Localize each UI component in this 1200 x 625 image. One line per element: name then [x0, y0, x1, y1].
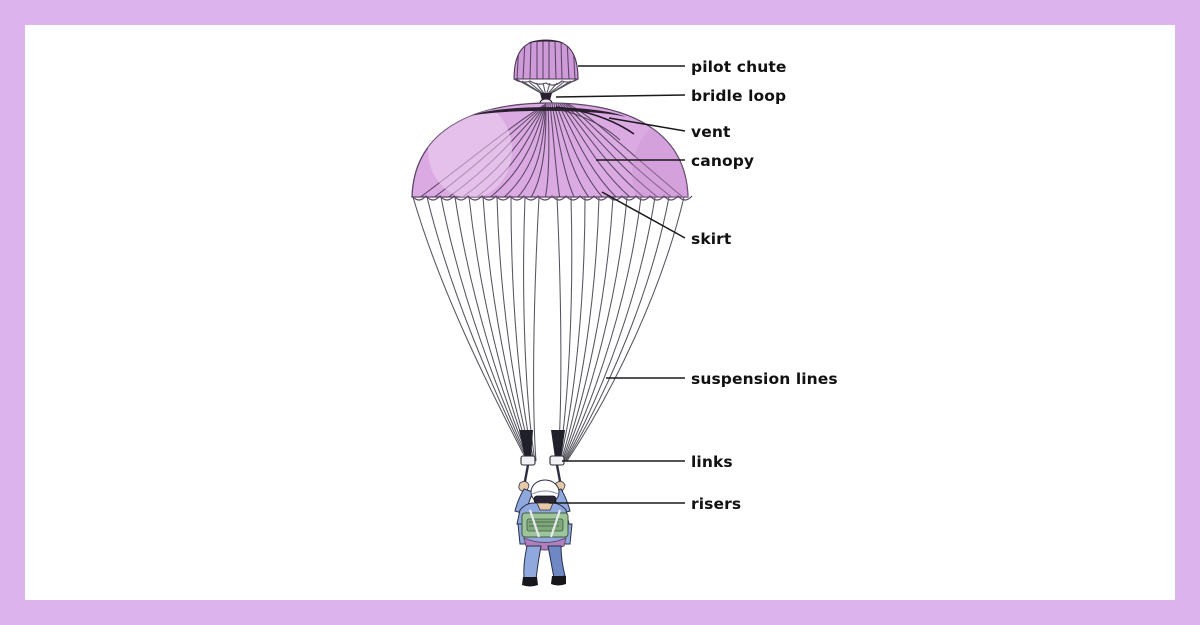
helmet-band [531, 490, 559, 495]
leader-skirt [601, 191, 686, 239]
goggles [533, 495, 557, 504]
label-skirt: skirt [691, 230, 732, 248]
leg-left [523, 545, 542, 580]
riser-left [519, 430, 533, 458]
label-bridle-loop: bridle loop [691, 87, 786, 105]
chest-pack-flap [526, 518, 564, 532]
suspension-lines-graphic [412, 196, 685, 462]
skydiver-figure [514, 479, 573, 587]
pilot-chute-apex [528, 40, 564, 43]
link-left [520, 455, 536, 466]
boot-right [551, 576, 566, 586]
label-risers: risers [691, 495, 741, 513]
pilot-chute-gores [516, 40, 576, 79]
label-vent: vent [691, 123, 731, 141]
canopy-graphic [411, 102, 693, 201]
link-right [549, 455, 565, 466]
face [536, 502, 554, 511]
harness-straps [528, 509, 562, 538]
canopy-vent-band [470, 106, 635, 141]
leader-vent [608, 117, 686, 132]
pilot-chute-graphic [513, 39, 579, 97]
label-pilot-chute: pilot chute [691, 58, 786, 76]
boot-left [522, 577, 538, 587]
label-links: links [691, 453, 733, 471]
canopy-skirt [411, 195, 693, 201]
leader-bridle-loop [555, 94, 686, 98]
leg-right [547, 545, 566, 579]
riser-right [551, 430, 565, 458]
leader-lines [549, 65, 686, 504]
label-canopy: canopy [691, 152, 754, 170]
label-group: pilot chute bridle loop vent canopy skir… [691, 58, 838, 513]
label-suspension-lines: suspension lines [691, 370, 838, 388]
